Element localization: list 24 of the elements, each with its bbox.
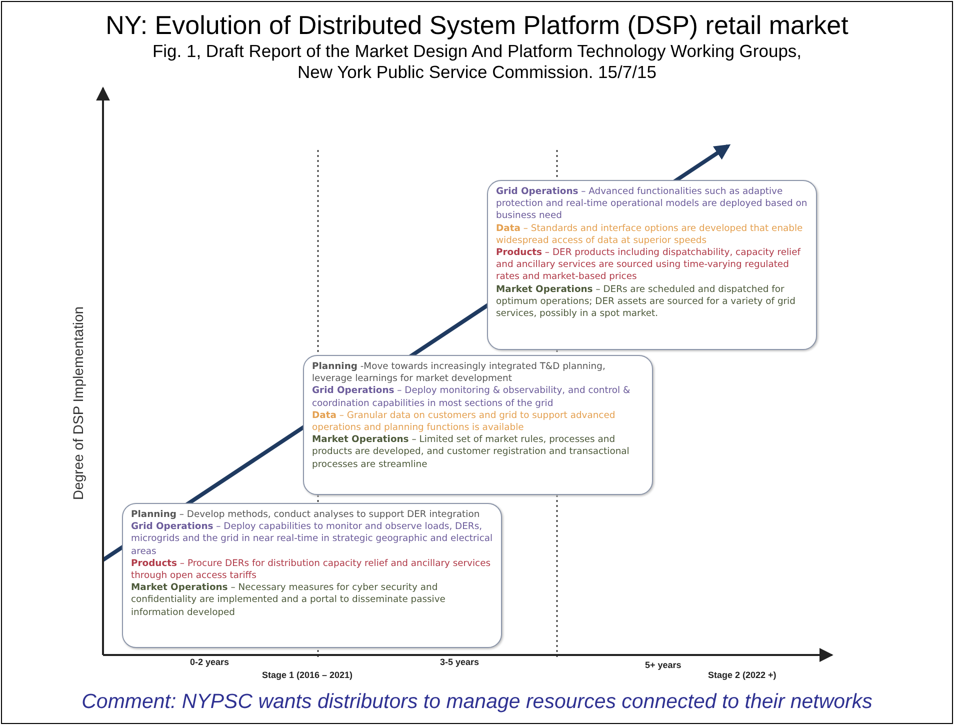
box-text: Planning -Move towards increasingly integrated T&D planning, leverage learnings for market development bbox=[312, 361, 606, 386]
subtitle: Fig. 1, Draft Report of the Market Design And Platform Technology Working Groups, New York Public Service Commission. 15/7/15 bbox=[151, 41, 803, 83]
title: NY: Evolution of Distributed System Platform (DSP) retail market bbox=[104, 10, 850, 41]
period-label: 0-2 years bbox=[190, 657, 230, 667]
box-text: Products – DER products including dispatchability, capacity relief and ancillary services are sourced using time-varying regulated rates and market-based prices bbox=[496, 247, 802, 284]
axis-title: Degree of DSP Implementation bbox=[70, 305, 86, 502]
text-box bbox=[122, 503, 502, 648]
stage-label: Stage 2 (2022 +) bbox=[708, 670, 776, 680]
text-box bbox=[487, 180, 817, 350]
box-text: Market Operations – DERs are scheduled and dispatched for optimum operations; DER assets are sourced for a variety of grid services, possibly in a spot market. bbox=[496, 284, 796, 320]
box-text: Data – Standards and interface options are developed that enable widespread access of data at superior speeds bbox=[496, 222, 804, 248]
box-text: Grid Operations – Advanced functionalities such as adaptive protection and real-time operational models are deployed based on business need bbox=[496, 186, 808, 223]
box-text: Market Operations – Necessary measures for cyber security and confidentiality are implemented and a portal to disseminate passive information developed bbox=[131, 582, 446, 619]
box-text: Grid Operations – Deploy capabilities to monitor and observe loads, DERs, microgrids and the grid in near real-time in strategic geographic and electrical areas bbox=[131, 521, 493, 558]
period-label: 5+ years bbox=[645, 660, 682, 670]
period-label: 3-5 years bbox=[440, 657, 480, 667]
box-text: Products – Procure DERs for distribution capacity relief and ancillary services through open access tariffs bbox=[131, 558, 492, 582]
box-text: Data – Granular data on customers and grid to support advanced operations and planning functions is available bbox=[312, 410, 616, 434]
box-text: Grid Operations – Deploy monitoring & observability, and control & coordination capabilities in most sections of the grid bbox=[312, 385, 632, 410]
stage-label: Stage 1 (2016 – 2021) bbox=[262, 670, 353, 680]
box-text: Market Operations – Limited set of market rules, processes and products are developed, and customer registration and transactional processes are streamline bbox=[312, 434, 630, 471]
box-text: Planning – Develop methods, conduct analyses to support DER integration bbox=[131, 509, 481, 522]
comment: Comment: NYPSC wants distributors to manage resources connected to their networks bbox=[80, 690, 874, 714]
text-box bbox=[303, 355, 653, 495]
